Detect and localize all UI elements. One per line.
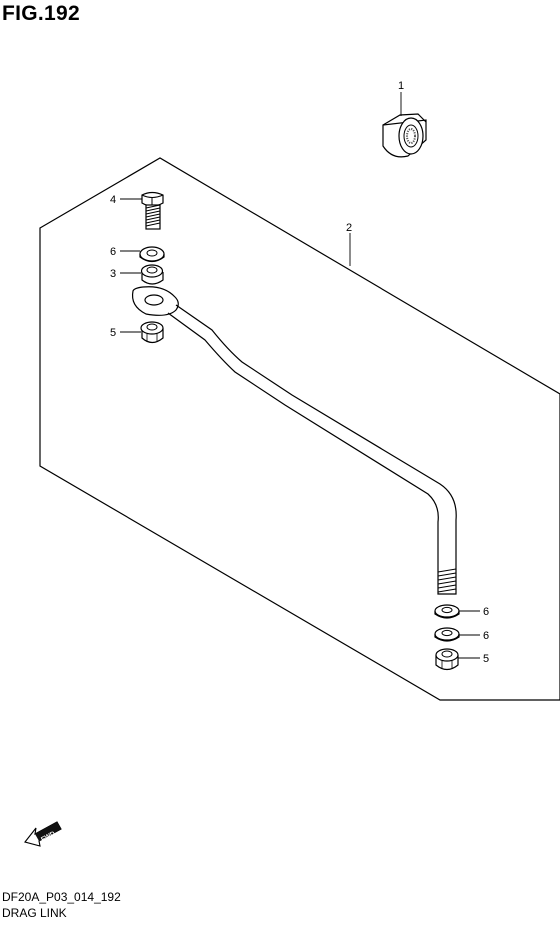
cap-nut-part-1 [382,113,427,158]
washer-part-6-lower-b [434,627,460,642]
callout-4: 4 [110,194,116,206]
bolt-part-4 [141,191,164,230]
nut-part-5-lower [435,648,459,671]
washer-part-6-lower-a [434,604,460,619]
drag-link-rod-part-2 [131,286,457,595]
figure-title: FIG.192 [2,2,80,25]
kit-box-outline [39,157,560,701]
callout-5-upper: 5 [110,327,116,339]
callout-3: 3 [110,268,116,280]
callout-2: 2 [346,222,352,234]
callout-6-lower-a: 6 [483,606,489,618]
callout-1: 1 [398,80,404,92]
washer-part-6-upper [139,246,165,263]
nut-part-5-upper [140,321,164,344]
callout-6-upper: 6 [110,246,116,258]
figure-code: DF20A_P03_014_192 [2,890,121,904]
callout-5-lower: 5 [483,653,489,665]
fwd-arrow-icon: FWD [24,821,62,847]
callout-6-lower-b: 6 [483,630,489,642]
figure-caption: DRAG LINK [2,906,67,920]
collar-part-3 [140,264,164,285]
leader-lines [120,92,480,659]
